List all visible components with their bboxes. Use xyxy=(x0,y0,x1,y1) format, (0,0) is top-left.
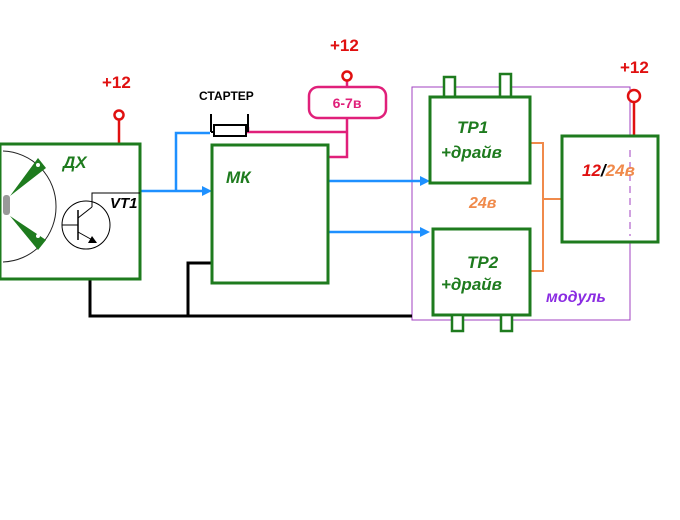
sensor-label: ДХ xyxy=(61,153,88,172)
supply-label-right: +12 xyxy=(620,58,649,77)
tr2-block xyxy=(431,227,532,333)
starter-label: СТАРТЕР xyxy=(199,89,254,103)
tr2-name: ТР2 xyxy=(467,253,499,272)
bus-voltage-label: 24в xyxy=(468,195,497,212)
output-12: 12 xyxy=(582,161,601,180)
regulator-label: 6-7в xyxy=(333,95,362,111)
output-voltage-label: 12/24в xyxy=(582,161,635,180)
supply-terminal-top xyxy=(341,70,353,82)
transistor-label: VT1 xyxy=(110,195,138,212)
tr2-driver: +драйв xyxy=(441,275,502,294)
output-block xyxy=(560,134,660,244)
supply-label-left: +12 xyxy=(102,73,131,92)
mk-block xyxy=(210,143,330,285)
regulator-box xyxy=(307,85,388,120)
module-label: модуль xyxy=(546,289,606,306)
supply-terminal-right xyxy=(626,88,642,136)
mk-label: МК xyxy=(226,168,252,187)
tr1-name: ТР1 xyxy=(457,118,488,137)
supply-terminal-left xyxy=(113,109,125,144)
tr1-block xyxy=(428,72,532,185)
signal-arrowheads xyxy=(202,176,430,237)
signal-wires xyxy=(140,131,422,234)
output-24: 24в xyxy=(605,161,635,180)
starter-switch xyxy=(210,114,249,137)
output-slash: / xyxy=(600,161,608,180)
sensor-block xyxy=(0,142,142,281)
tr1-driver: +драйв xyxy=(441,143,502,162)
supply-label-top: +12 xyxy=(330,36,359,55)
output-wires xyxy=(530,142,562,272)
